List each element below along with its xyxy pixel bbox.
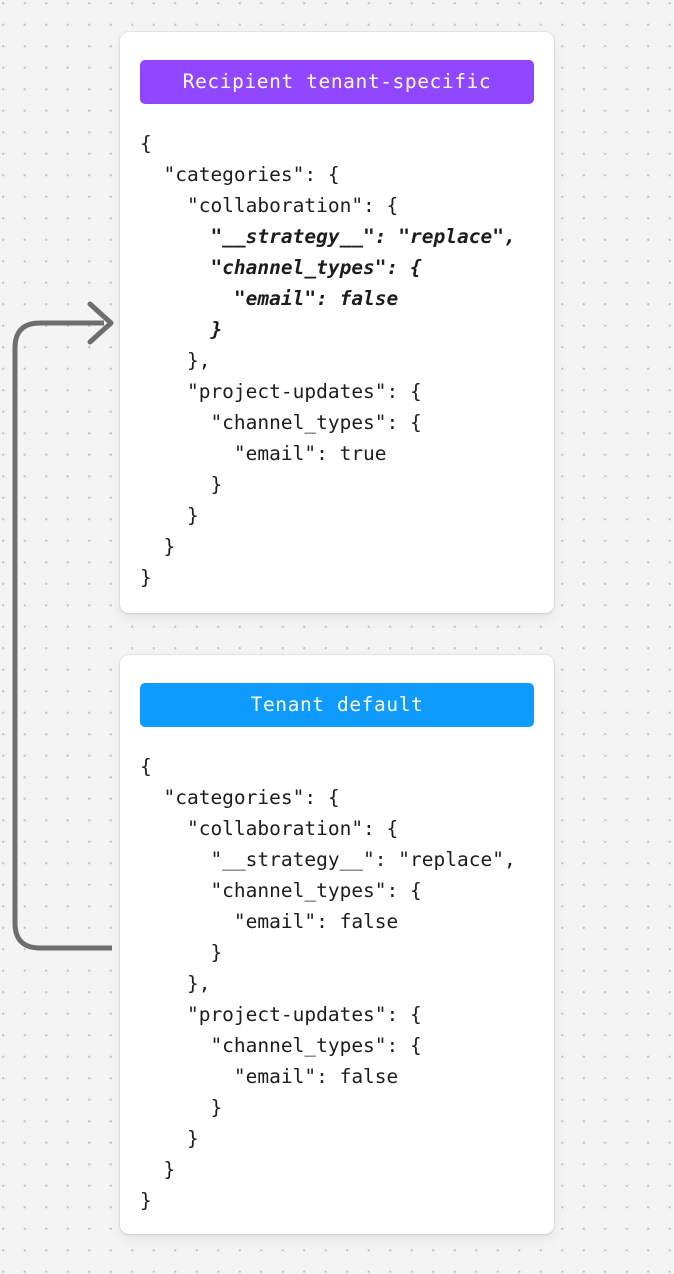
code-line: "__strategy__": "replace", [140, 225, 516, 248]
code-line: } [140, 473, 223, 496]
card-recipient-tenant-specific: Recipient tenant-specific { "categories"… [120, 32, 554, 613]
card-header-recipient-tenant-specific: Recipient tenant-specific [140, 60, 534, 104]
code-line: "collaboration": { [140, 817, 399, 840]
code-line: "categories": { [140, 163, 340, 186]
code-line: } [140, 1096, 223, 1119]
code-line: } [140, 1189, 152, 1212]
code-line: "project-updates": { [140, 1003, 422, 1026]
arrow-head-icon [87, 301, 114, 345]
code-line: "channel_types": { [140, 256, 422, 279]
code-line: "channel_types": { [140, 879, 422, 902]
code-line: }, [140, 349, 211, 372]
code-line: "project-updates": { [140, 380, 422, 403]
code-line: "__strategy__": "replace", [140, 848, 516, 871]
code-line: "categories": { [140, 786, 340, 809]
code-line: "email": false [140, 1065, 399, 1088]
code-line: "channel_types": { [140, 411, 422, 434]
code-line: "email": true [140, 442, 387, 465]
code-line: } [140, 566, 152, 589]
code-line: } [140, 1158, 176, 1181]
code-line: "email": false [140, 287, 399, 310]
code-line: } [140, 535, 176, 558]
code-line: } [140, 504, 199, 527]
code-line: }, [140, 972, 211, 995]
code-line: "email": false [140, 910, 399, 933]
arrow-path [12, 320, 112, 951]
code-line: "collaboration": { [140, 194, 399, 217]
fallback-arrow-svg [12, 301, 114, 951]
code-line: } [140, 1127, 199, 1150]
card-header-tenant-default: Tenant default [140, 683, 534, 727]
connector-arrow-container [0, 280, 130, 980]
code-line: } [140, 318, 223, 341]
code-line: "channel_types": { [140, 1034, 422, 1057]
card-tenant-default: Tenant default { "categories": { "collab… [120, 655, 554, 1234]
code-block-tenant-default: { "categories": { "collaboration": { "__… [140, 751, 534, 1216]
code-block-recipient-tenant-specific: { "categories": { "collaboration": { "__… [140, 128, 534, 593]
code-line: { [140, 132, 152, 155]
code-line: } [140, 941, 223, 964]
code-line: { [140, 755, 152, 778]
